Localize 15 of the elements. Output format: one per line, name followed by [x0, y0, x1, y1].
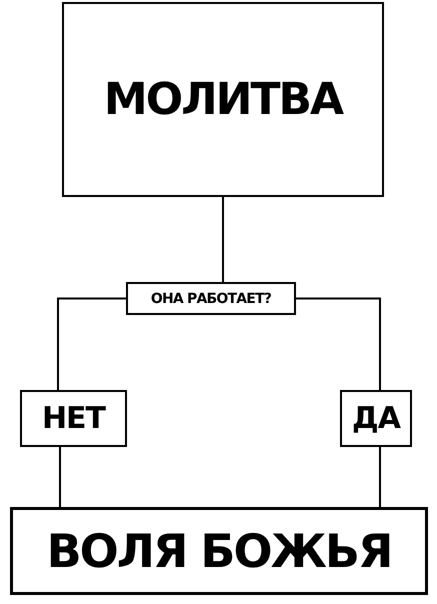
box-label: ОНА РАБОТАЕТ? — [150, 290, 272, 306]
connector-line — [222, 197, 224, 282]
connector-line — [59, 447, 61, 507]
text-box — [126, 282, 296, 315]
box-label: НЕТ — [42, 401, 106, 436]
text-box — [20, 390, 127, 447]
box-label: ДА — [352, 401, 400, 436]
box-label: МОЛИТВА — [104, 74, 342, 125]
text-box — [62, 2, 384, 197]
box-label: ВОЛЯ БОЖЬЯ — [46, 524, 392, 578]
connector-line — [57, 298, 126, 390]
connector-line — [379, 447, 381, 507]
text-box — [340, 390, 412, 447]
connector-line — [296, 298, 381, 390]
text-box — [10, 507, 428, 595]
